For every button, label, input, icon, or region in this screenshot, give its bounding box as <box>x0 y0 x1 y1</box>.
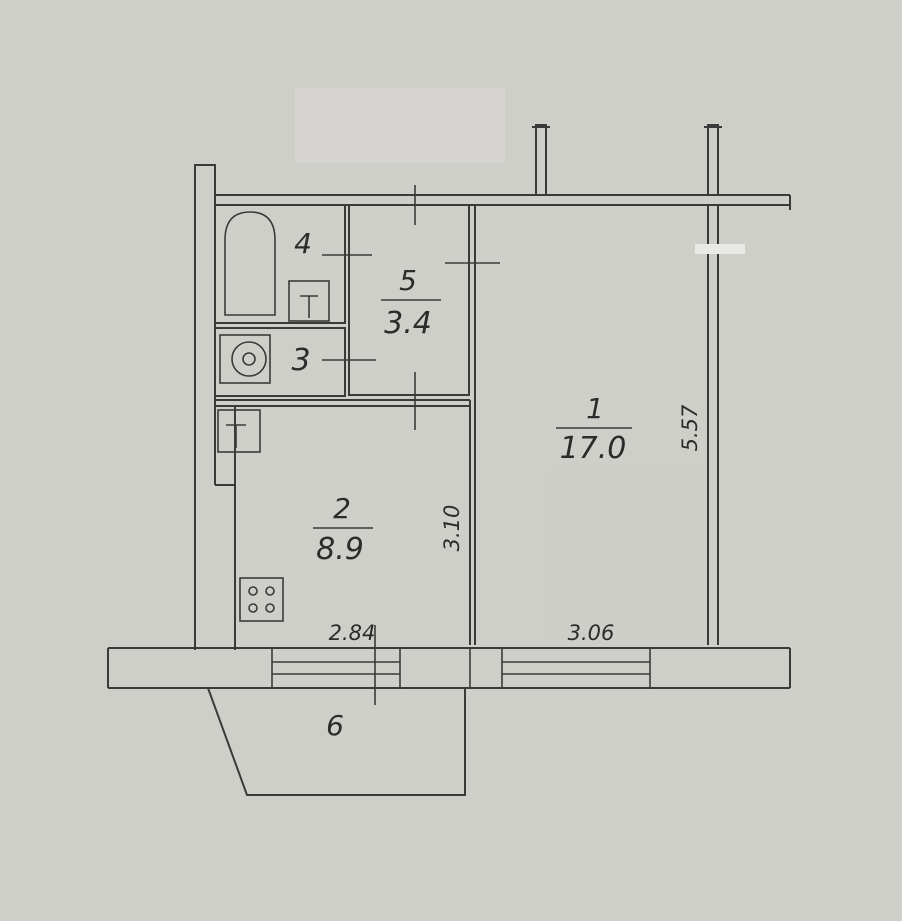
kitchen <box>215 399 471 645</box>
room-1-number: 1 <box>586 392 604 425</box>
sink-icon <box>288 280 330 322</box>
room-5-area: 3.4 <box>384 306 432 341</box>
room-2-area: 8.9 <box>316 532 364 567</box>
room-5-number: 5 <box>399 264 417 297</box>
kitchen-sink-icon <box>217 409 261 453</box>
bathtub-icon <box>224 211 276 316</box>
room-length-dimension: 5.57 <box>678 404 702 451</box>
redacted-area <box>295 88 505 163</box>
kitchen-length-dimension: 3.10 <box>440 505 464 552</box>
glare-mark <box>695 244 745 254</box>
room-3-number: 3 <box>291 343 310 378</box>
living-room <box>695 205 745 645</box>
room-width-dimension: 3.06 <box>568 621 615 645</box>
balcony <box>207 687 466 796</box>
toilet-room <box>214 327 346 397</box>
bottom-wall <box>107 647 791 689</box>
bathroom <box>214 204 346 324</box>
kitchen-width-dimension: 2.84 <box>329 621 376 645</box>
room-6-number: 6 <box>326 709 344 742</box>
door-marks <box>322 185 500 705</box>
hallway <box>348 204 476 645</box>
left-wall <box>194 164 236 650</box>
toilet-icon <box>219 334 271 384</box>
top-wall-stubs <box>532 124 722 195</box>
kitchen-window <box>271 647 401 689</box>
stove-icon <box>239 577 284 622</box>
room-2-number: 2 <box>333 492 351 525</box>
room-window <box>501 647 651 689</box>
room-4-number: 4 <box>294 227 312 260</box>
glare-patch <box>545 470 715 640</box>
room-1-area: 17.0 <box>560 431 627 466</box>
